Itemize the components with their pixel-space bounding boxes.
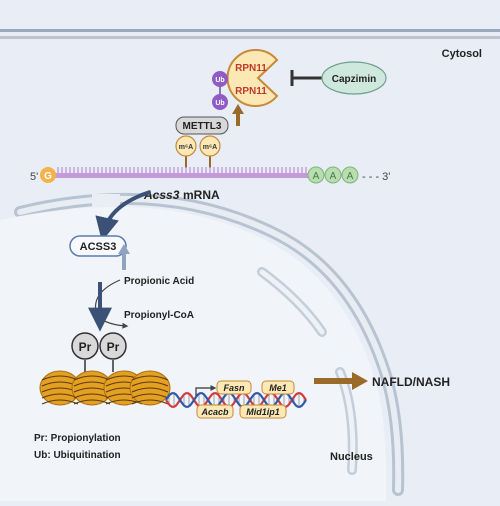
- rpn11-top-label: RPN11: [235, 63, 267, 74]
- acss3-label: ACSS3: [80, 241, 117, 253]
- dna-wrap-line: [131, 399, 169, 405]
- degradation-arrow: [232, 104, 244, 126]
- lipogenic-genes: Fasn Me1 Acacb Mid1ip1: [196, 380, 295, 419]
- mettl3-label: METTL3: [183, 121, 222, 132]
- dna-wrap-line: [73, 399, 111, 405]
- propionylation-marks: Pr Pr: [71, 332, 127, 372]
- mrna-gene-name: Acss3: [143, 188, 180, 202]
- acss3-protein: ACSS3: [69, 235, 127, 257]
- capzimin-inhibitor: Capzimin: [290, 61, 387, 95]
- dna-wrap-line: [105, 399, 143, 405]
- pr-mark-2: Pr: [107, 340, 120, 354]
- mrna-word: mRNA: [183, 188, 220, 202]
- rpn11-bottom-label: RPN11: [235, 86, 267, 97]
- abbreviation-legend: Pr: Propionylation Ub: Ubiquitination: [34, 433, 121, 461]
- dna-wrap-line: [41, 399, 79, 405]
- translation-arrow: [95, 190, 151, 242]
- pr-mark-1: Pr: [79, 340, 92, 354]
- five-prime-label: 5': [30, 171, 38, 183]
- poly-a-1: A: [313, 171, 320, 182]
- gene-acacb: Acacb: [200, 407, 229, 417]
- gene-fasn: Fasn: [223, 383, 245, 393]
- nucleus-interior: [0, 206, 387, 501]
- ub-top-label: Ub: [215, 77, 224, 84]
- acss3-mrna: 5' G A A A - - - 3': [30, 166, 390, 184]
- three-prime-label: - - - 3': [362, 171, 390, 183]
- outcome-arrow: NAFLD/NASH: [314, 372, 450, 390]
- outcome-label: NAFLD/NASH: [372, 375, 450, 389]
- upregulation-arrow: [118, 244, 130, 270]
- mettl3: METTL3 m⁶A m⁶A: [175, 116, 229, 168]
- ubiquitin-chain: Ub Ub: [212, 71, 228, 110]
- propionic-acid-label: Propionic Acid: [124, 276, 194, 287]
- poly-a-2: A: [330, 171, 337, 182]
- gene-mid1ip1: Mid1ip1: [246, 407, 280, 417]
- cell-membrane: [0, 29, 500, 39]
- nucleosomes: [39, 370, 171, 406]
- dna-wrap-line: [131, 387, 169, 393]
- legend-ub: Ub: Ubiquitination: [34, 450, 121, 461]
- nuclear-pore-gap: [92, 194, 120, 210]
- propionyl-coa-label: Propionyl-CoA: [124, 310, 194, 321]
- mrna-bases: [57, 167, 307, 176]
- dna-wrap-line: [131, 375, 169, 381]
- m6a-mark-1: m⁶A: [179, 144, 194, 151]
- ub-bottom-label: Ub: [215, 100, 224, 107]
- cytosol-label: Cytosol: [442, 48, 482, 60]
- dna-wrap-line: [131, 393, 169, 399]
- capzimin-label: Capzimin: [332, 74, 376, 85]
- poly-a-tail: A A A: [307, 166, 359, 184]
- m6a-mark-2: m⁶A: [203, 144, 218, 151]
- dna-wrap-line: [131, 381, 169, 387]
- nucleus-label: Nucleus: [330, 451, 373, 463]
- transcription-start-arrow: [195, 385, 217, 396]
- rpn11-complex: RPN11 RPN11: [226, 49, 279, 107]
- g-cap-label: G: [44, 171, 52, 182]
- poly-a-3: A: [347, 171, 354, 182]
- legend-pr: Pr: Propionylation: [34, 433, 121, 444]
- gene-me1: Me1: [269, 383, 287, 393]
